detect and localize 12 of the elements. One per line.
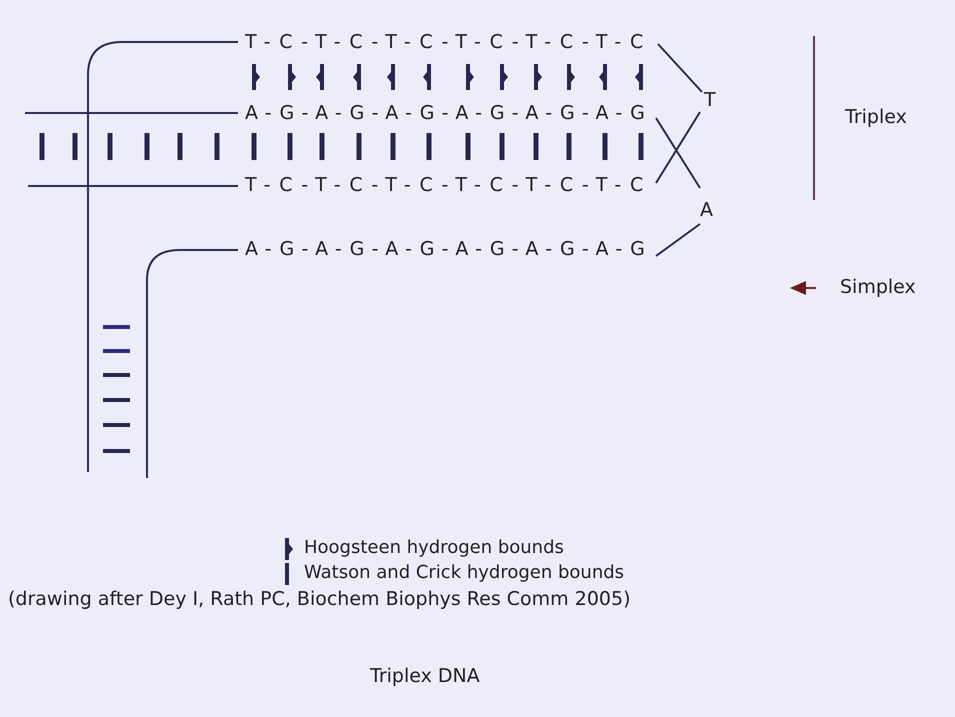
- pointer-label: Simplex: [840, 278, 916, 297]
- sequence-text: T-C-T-C-T-C-T-C-T-C-T-C: [245, 176, 652, 195]
- loop-base-text: T: [704, 91, 716, 110]
- sequence-text: T-C-T-C-T-C-T-C-T-C-T-C: [245, 33, 652, 52]
- legend-text: Hoogsteen hydrogen bounds: [304, 539, 564, 557]
- caption: Triplex DNA: [370, 667, 480, 686]
- sequence-text: A-G-A-G-A-G-A-G-A-G-A-G: [245, 104, 652, 123]
- citation-text: (drawing after Dey I, Rath PC, Biochem Biophys Res Comm 2005): [8, 590, 631, 609]
- sequence-text: A-G-A-G-A-G-A-G-A-G-A-G: [245, 240, 652, 259]
- bracket-label: Triplex: [845, 108, 907, 127]
- loop-base-text: A: [700, 201, 713, 220]
- legend-text: Watson and Crick hydrogen bounds: [304, 564, 624, 582]
